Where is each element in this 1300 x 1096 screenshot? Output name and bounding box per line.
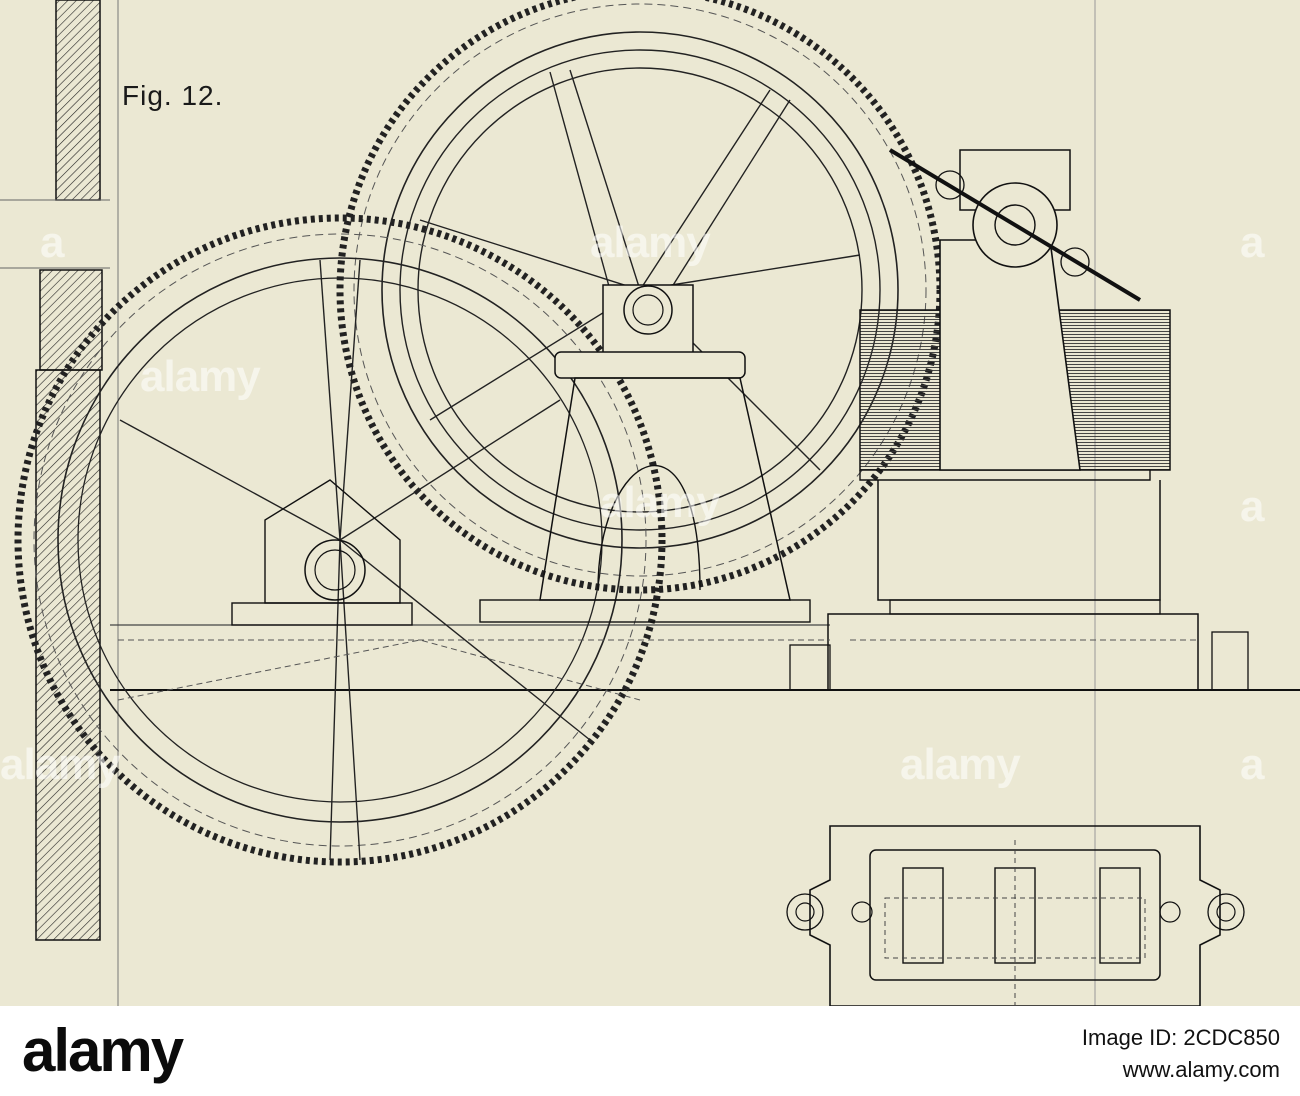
- base-plan: [786, 825, 1245, 1007]
- lower-gear: [14, 214, 666, 866]
- watermark: alamy: [600, 478, 721, 527]
- bearing: [231, 479, 413, 626]
- image-id: Image ID: 2CDC850: [1081, 1025, 1280, 1050]
- watermark: a: [1240, 740, 1265, 789]
- footer-bar: alamy Image ID: 2CDC850 www.alamy.com: [0, 1006, 1300, 1096]
- watermark: alamy: [140, 352, 261, 401]
- engineering-drawing: Fig. 12. a alamy a alamy alamy a alamy a…: [0, 0, 1300, 1007]
- figure-label: Fig. 12.: [122, 80, 224, 111]
- alamy-logo: alamy: [22, 1017, 184, 1084]
- watermark: alamy: [0, 740, 121, 789]
- watermark: alamy: [590, 218, 711, 267]
- watermark: a: [40, 218, 65, 267]
- image-url: www.alamy.com: [1122, 1057, 1280, 1082]
- pedestal: [479, 284, 811, 623]
- wall-section: [0, 0, 110, 941]
- gear-drive-illustration: [0, 0, 1300, 1007]
- watermark: a: [1240, 482, 1265, 531]
- image-credit: Image ID: 2CDC850 www.alamy.com: [1082, 1022, 1280, 1086]
- watermark: alamy: [900, 740, 1021, 789]
- motor-housing: [789, 148, 1249, 691]
- watermark: a: [1240, 218, 1265, 267]
